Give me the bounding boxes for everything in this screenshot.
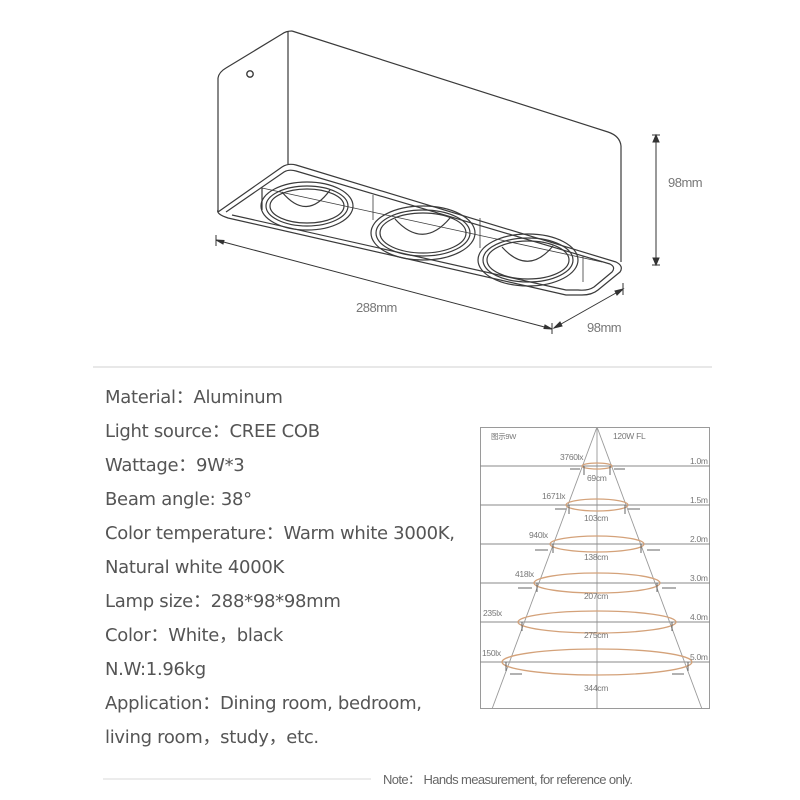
height-dimension-label: 98mm	[668, 175, 703, 190]
spec-label: Color：	[105, 625, 169, 646]
spec-value: 1.96kg	[145, 659, 206, 680]
spec-label: Lamp size：	[105, 591, 211, 612]
spec-light-source: Light source：CREE COB	[105, 418, 465, 452]
distance-label: 3.0m	[690, 573, 708, 583]
spec-color-temperature-cont: Natural white 4000K	[105, 554, 465, 588]
spec-value: CREE COB	[229, 421, 321, 442]
illuminance-label: 235lx	[483, 608, 502, 618]
distance-label: 1.5m	[690, 495, 708, 505]
spec-value: living room，study，etc.	[105, 727, 319, 748]
illuminance-label: 1671lx	[542, 491, 566, 501]
width-dimension-label: 98mm	[587, 320, 622, 335]
spec-list: Material：Aluminum Light source：CREE COB …	[105, 384, 465, 758]
beam-diameter-label: 103cm	[584, 513, 609, 523]
illuminance-label: 150lx	[482, 648, 501, 658]
spec-beam-angle: Beam angle: 38°	[105, 486, 465, 520]
length-dimension-label: 288mm	[356, 300, 397, 315]
spec-value: Dining room, bedroom,	[219, 693, 422, 714]
spec-value: 288*98*98mm	[210, 591, 341, 612]
spec-application-cont: living room，study，etc.	[105, 724, 465, 758]
distance-label: 1.0m	[690, 456, 708, 466]
footer-note: Note： Hands measurement, for reference o…	[383, 772, 633, 787]
spec-value: White，black	[168, 625, 284, 646]
spec-label: Light source：	[105, 421, 230, 442]
spec-value: Aluminum	[193, 387, 283, 408]
spec-lamp-size: Lamp size：288*98*98mm	[105, 588, 465, 622]
spec-value: 9W*3	[195, 455, 245, 476]
spec-application: Application：Dining room, bedroom,	[105, 690, 465, 724]
illuminance-label: 418lx	[515, 569, 534, 579]
spec-label: Material：	[105, 387, 194, 408]
spec-value: Natural white 4000K	[105, 557, 285, 578]
beam-diameter-label: 344cm	[584, 683, 609, 693]
distance-label: 4.0m	[690, 612, 708, 622]
spec-label: N.W:	[105, 659, 146, 680]
lamp-outline-icon	[215, 30, 660, 334]
spec-value: Warm white 3000K,	[283, 523, 455, 544]
chart-header-right: 120W FL	[613, 431, 646, 441]
spec-net-weight: N.W:1.96kg	[105, 656, 465, 690]
spec-value: 38°	[220, 489, 252, 510]
beam-cone-icon	[480, 426, 710, 710]
spec-material: Material：Aluminum	[105, 384, 465, 418]
beam-diameter-label: 69cm	[587, 473, 607, 483]
footer-divider	[103, 778, 371, 780]
product-line-drawing: 288mm 98mm 98mm	[0, 0, 800, 360]
spec-label: Beam angle:	[105, 489, 221, 510]
distance-label: 5.0m	[690, 652, 708, 662]
beam-diameter-label: 275cm	[584, 630, 609, 640]
beam-diameter-label: 207cm	[584, 591, 609, 601]
spec-wattage: Wattage：9W*3	[105, 452, 465, 486]
beam-diameter-label: 138cm	[584, 552, 609, 562]
distance-label: 2.0m	[690, 534, 708, 544]
spec-color: Color：White，black	[105, 622, 465, 656]
spec-color-temperature: Color temperature：Warm white 3000K,	[105, 520, 465, 554]
illuminance-label: 940lx	[529, 530, 548, 540]
spec-label: Application：	[105, 693, 220, 714]
spec-label: Color temperature：	[105, 523, 284, 544]
beam-distribution-chart: 图示9W 120W FL 3760lx 1671lx 940lx 418lx 2…	[480, 426, 710, 710]
spec-label: Wattage：	[105, 455, 196, 476]
section-divider	[93, 366, 712, 368]
illuminance-label: 3760lx	[560, 452, 584, 462]
chart-header-left: 图示9W	[491, 432, 517, 441]
